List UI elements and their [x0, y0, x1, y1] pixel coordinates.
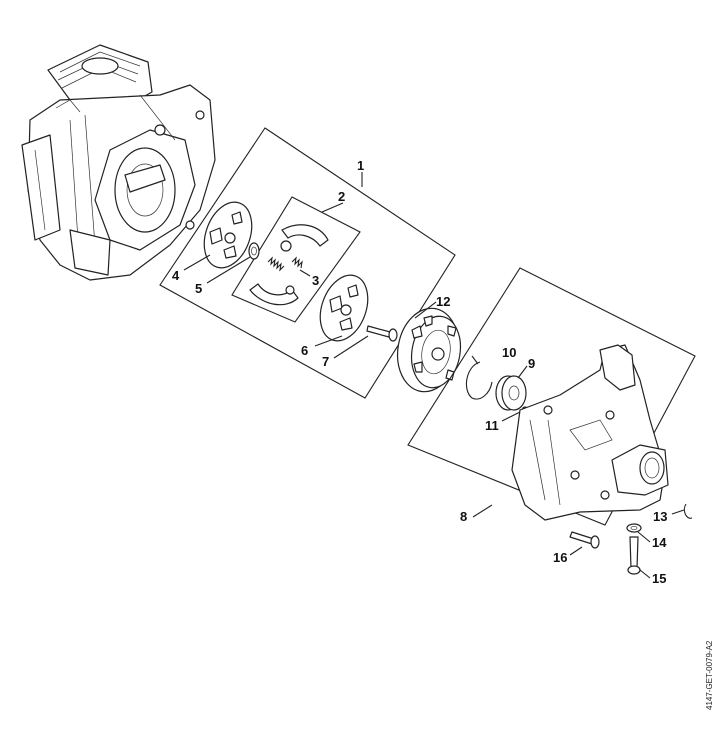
ball-bearing	[495, 375, 527, 411]
long-bolt	[627, 536, 641, 575]
washer	[248, 242, 260, 260]
callout-5: 5	[195, 281, 202, 296]
clutch-shoes	[249, 224, 329, 306]
clutch-group-frame	[159, 127, 456, 399]
callout-16: 16	[553, 550, 567, 565]
callout-2: 2	[338, 189, 345, 204]
clutch-screw	[366, 325, 398, 342]
leader-lines	[183, 172, 685, 579]
clutch-housing	[511, 344, 669, 521]
callout-1: 1	[357, 158, 364, 173]
clutch-carrier-plate	[203, 201, 253, 269]
callout-14: 14	[652, 535, 667, 550]
callout-7: 7	[322, 354, 329, 369]
circlip	[465, 361, 493, 400]
callout-8: 8	[460, 509, 467, 524]
callout-11: 11	[485, 418, 499, 433]
callout-9: 9	[528, 356, 535, 371]
callout-12: 12	[436, 294, 450, 309]
callout-3: 3	[312, 273, 319, 288]
short-bolt	[569, 531, 600, 549]
clutch-cover-plate	[319, 274, 369, 342]
housing-group-frame	[407, 267, 696, 526]
shoe-group-frame	[231, 196, 361, 323]
callout-10: 10	[502, 345, 516, 360]
retaining-clip	[683, 503, 693, 519]
clutch-springs	[267, 256, 303, 272]
callout-4: 4	[172, 268, 180, 283]
callout-6: 6	[301, 343, 308, 358]
drawing-code: 4147-GET-0079-A2	[705, 640, 714, 710]
clutch-drum	[396, 307, 462, 393]
engine-block	[21, 44, 216, 281]
washer-14	[626, 523, 642, 533]
callout-15: 15	[652, 571, 666, 586]
callout-13: 13	[653, 509, 667, 524]
